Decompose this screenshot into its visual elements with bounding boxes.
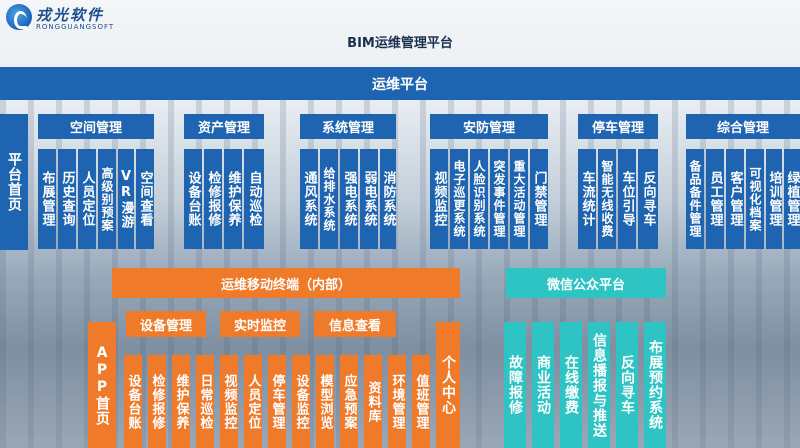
security-item: 重大活动管理 [510,149,528,249]
app-home-box: APP首页 [88,322,116,448]
security-item: 门禁管理 [530,149,548,249]
group-header-general: 综合管理 [686,114,800,139]
security-item: 人脸识别系统 [470,149,488,249]
mobile-category-info: 信息查看 [314,311,396,337]
wechat-item: 商业活动 [532,322,554,448]
ops-platform-banner: 运维平台 [0,67,800,100]
general-item: 客户管理 [726,149,744,249]
parking-item: 车位引导 [618,149,636,249]
space-item: 历史查询 [58,149,76,249]
wechat-item: 故障报修 [504,322,526,448]
space-item: 高级别预案 [98,149,116,249]
group-header-security: 安防管理 [430,114,548,139]
mobile-item: 模型浏览 [316,355,334,448]
mobile-terminal-banner: 运维移动终端（内部） [112,268,460,298]
system-item: 通风系统 [300,149,318,249]
page-title: BIM运维管理平台 [347,36,453,51]
general-item: 备品备件管理 [686,149,704,249]
mobile-item: 日常巡检 [196,355,214,448]
wechat-platform-banner: 微信公众平台 [506,268,666,298]
mobile-item: 维护保养 [172,355,190,448]
platform-home-box: 平台首页 [0,114,28,250]
personal-center-box: 个人中心 [436,322,460,448]
parking-item: 车流统计 [578,149,596,249]
parking-item: 反向寻车 [638,149,658,249]
security-item: 突发事件管理 [490,149,508,249]
general-item: 员工管理 [706,149,724,249]
security-item: 视频监控 [430,149,448,249]
mobile-item: 设备台账 [124,355,142,448]
asset-item: 检修报修 [204,149,222,249]
system-item: 强电系统 [340,149,358,249]
mobile-item: 停车管理 [268,355,286,448]
space-item: 人员定位 [78,149,96,249]
wechat-item: 布展预约系统 [644,322,666,448]
space-item: 布展管理 [38,149,56,249]
brand-name-cn: 戎光软件 [36,6,105,24]
space-item: 空间查看 [136,149,154,249]
wechat-item: 在线缴费 [560,322,582,448]
general-item: 可视化档案 [746,149,764,249]
mobile-item: 人员定位 [244,355,262,448]
group-header-system: 系统管理 [300,114,396,139]
mobile-item: 视频监控 [220,355,238,448]
wechat-item: 反向寻车 [616,322,638,448]
wechat-item: 信息播报与推送 [588,322,610,448]
mobile-item: 资料库 [364,355,382,448]
asset-item: 设备台账 [184,149,202,249]
asset-item: 自动巡检 [244,149,264,249]
asset-item: 维护保养 [224,149,242,249]
mobile-item: 设备监控 [292,355,310,448]
mobile-item: 值班管理 [412,355,430,448]
brand-name-en: RONGGUANGSOFT [36,23,115,31]
security-item: 电子巡更系统 [450,149,468,249]
mobile-category-device: 设备管理 [126,311,206,337]
mobile-item: 检修报修 [148,355,166,448]
parking-item: 智能无线收费 [598,149,616,249]
brand-logo-icon [6,4,32,30]
system-item: 给排水系统 [320,149,338,249]
group-header-space: 空间管理 [38,114,154,139]
system-item: 弱电系统 [360,149,378,249]
space-item: VR漫游 [118,149,134,249]
general-item: 培训管理 [766,149,782,249]
mobile-category-monitor: 实时监控 [220,311,300,337]
general-item: 绿植管理 [784,149,800,249]
group-header-parking: 停车管理 [578,114,658,139]
mobile-item: 环境管理 [388,355,406,448]
system-item: 消防系统 [380,149,396,249]
mobile-item: 应急预案 [340,355,358,448]
group-header-asset: 资产管理 [184,114,264,139]
